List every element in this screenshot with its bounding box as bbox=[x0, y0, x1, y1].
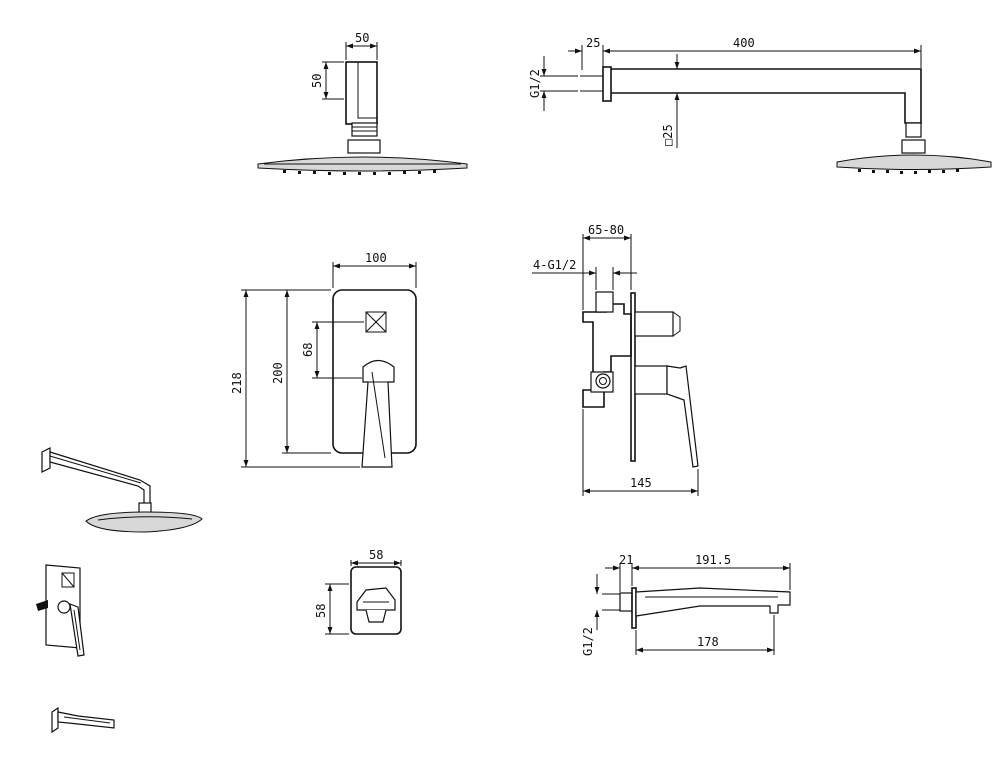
diverter-perspective bbox=[36, 564, 85, 657]
spout-length-label: 191.5 bbox=[695, 553, 731, 567]
shower-arm-side-view bbox=[540, 45, 992, 174]
bath-spout-side-view bbox=[594, 563, 791, 655]
valve-body-side-view bbox=[532, 234, 699, 496]
arm-section-label: □25 bbox=[661, 124, 675, 146]
bath-spout-perspective bbox=[51, 706, 115, 734]
body-total-depth-label: 145 bbox=[630, 476, 652, 490]
arm-thread-label: G1/2 bbox=[528, 69, 542, 98]
body-inlets-label: 4-G1/2 bbox=[533, 258, 576, 272]
arm-length-label: 400 bbox=[733, 36, 755, 50]
spout-reach-label: 178 bbox=[697, 635, 719, 649]
knob-front-view bbox=[325, 560, 402, 635]
shower-head-front-view bbox=[257, 42, 468, 175]
head-width-label: 50 bbox=[355, 31, 369, 45]
diverter-plate-front-view bbox=[241, 262, 417, 468]
plate-gap-label: 68 bbox=[301, 343, 315, 357]
spout-offset-label: 21 bbox=[619, 553, 633, 567]
knob-width-label: 58 bbox=[369, 548, 383, 562]
plate-height-inner-label: 200 bbox=[271, 362, 285, 384]
spout-thread-label: G1/2 bbox=[581, 627, 595, 656]
shower-arm-perspective bbox=[41, 447, 203, 533]
knob-height-label: 58 bbox=[314, 604, 328, 618]
arm-offset-label: 25 bbox=[586, 36, 600, 50]
body-depth-label: 65-80 bbox=[588, 223, 624, 237]
plate-height-outer-label: 218 bbox=[230, 372, 244, 394]
plate-width-label: 100 bbox=[365, 251, 387, 265]
head-height-label: 50 bbox=[310, 74, 324, 88]
